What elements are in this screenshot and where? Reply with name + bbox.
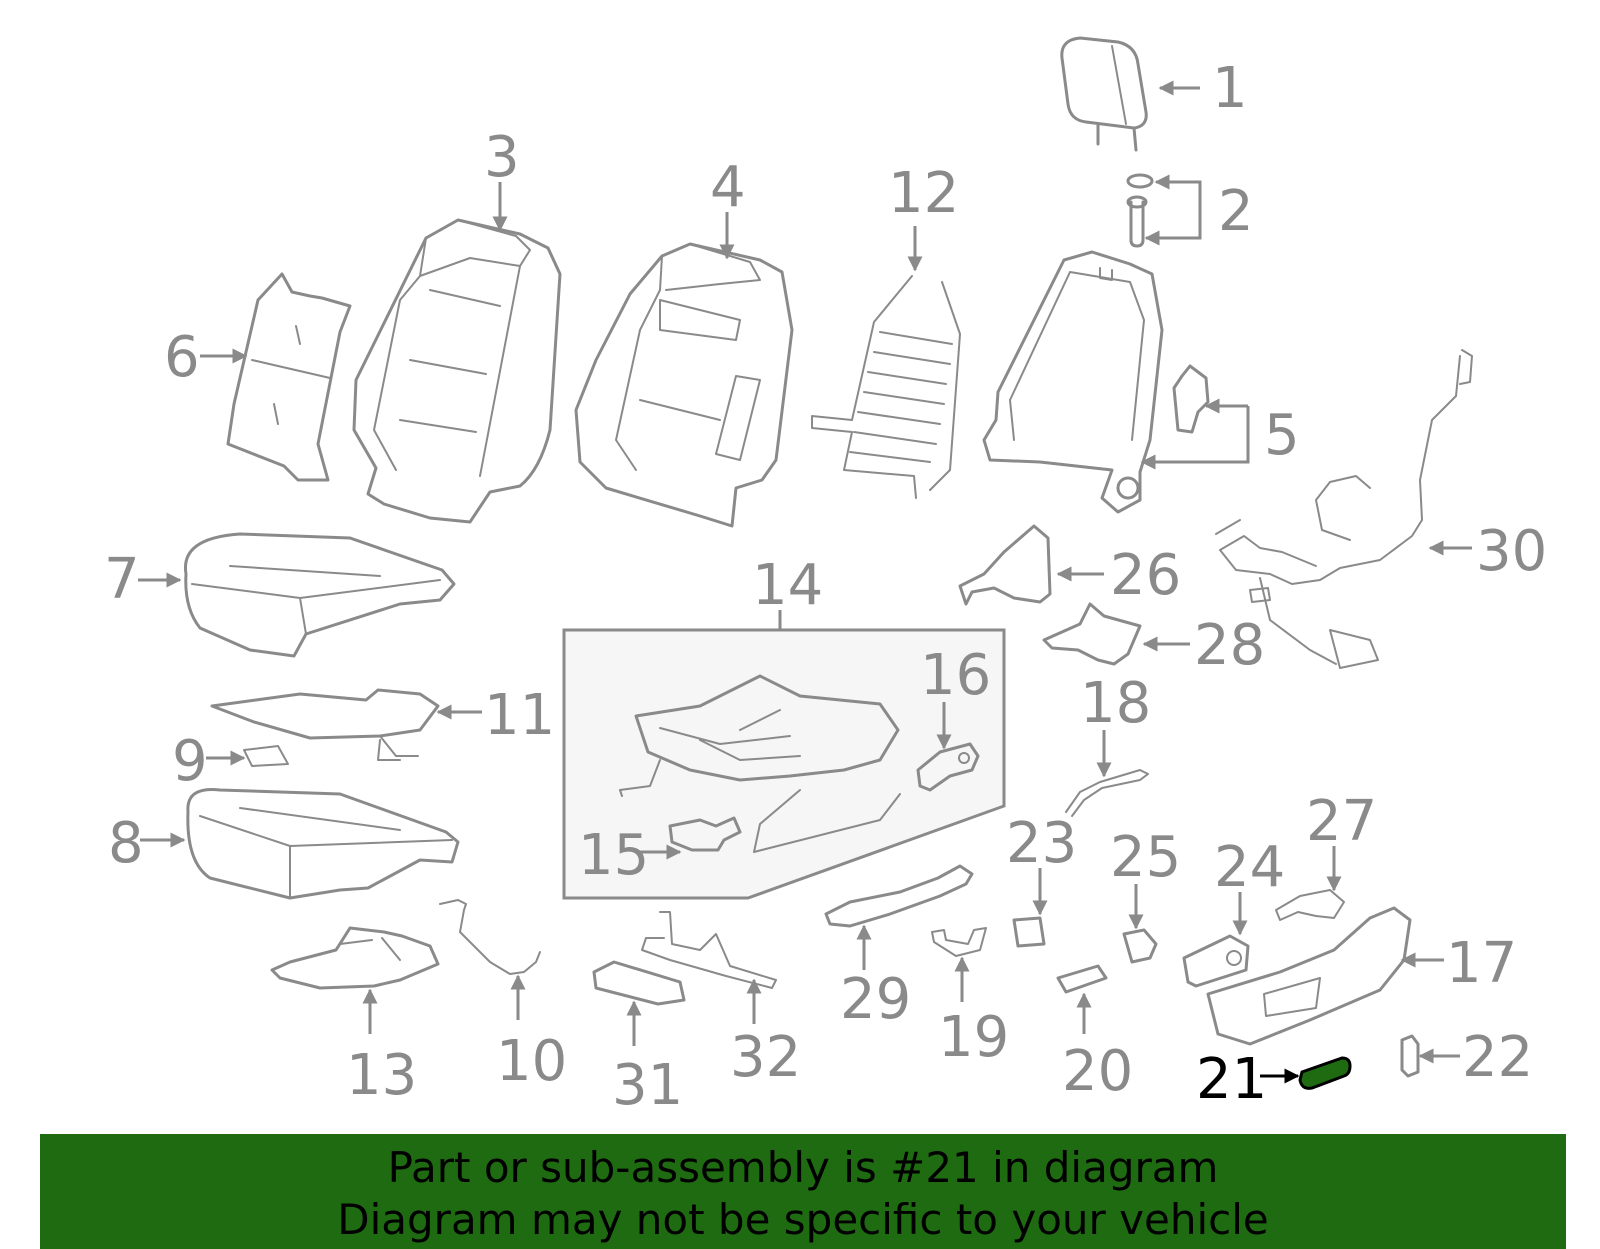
part-21-highlighted[interactable]	[1298, 1056, 1352, 1090]
callout-32: 32	[730, 1025, 801, 1090]
callout-labels: 1 2 3 4 5 6 7 8 9 10 11 12 13 14 15 16 1…	[104, 56, 1547, 1118]
callout-1: 1	[1212, 56, 1248, 121]
part-2-headrest-guides	[1126, 173, 1154, 248]
part-25-knob	[1122, 928, 1158, 964]
callout-19: 19	[938, 1005, 1009, 1070]
part-19-bracket	[931, 927, 987, 957]
part-22-cap	[1400, 1034, 1420, 1078]
part-27-bracket	[1275, 889, 1345, 921]
part-28-bracket	[1042, 602, 1142, 666]
part-31-cover	[592, 960, 686, 1006]
callout-18: 18	[1080, 671, 1151, 736]
part-12-spring-mat	[811, 275, 961, 499]
callout-29: 29	[840, 967, 911, 1032]
callout-27: 27	[1306, 789, 1377, 854]
leader-arrows	[138, 80, 1472, 1084]
callout-13: 13	[346, 1043, 417, 1108]
part-1-headrest	[1060, 36, 1148, 152]
part-30-wire-harness	[1215, 349, 1473, 669]
part-18-cable	[1065, 769, 1149, 817]
part-7-cushion-cover	[183, 532, 456, 658]
callout-6: 6	[164, 325, 200, 390]
callout-30: 30	[1476, 519, 1547, 584]
callout-17: 17	[1446, 931, 1517, 996]
callout-7: 7	[104, 547, 140, 612]
callout-12: 12	[888, 161, 959, 226]
part-4-seatback-pad	[574, 242, 794, 528]
part-23-clip	[1012, 916, 1046, 948]
part-3-seatback-cover	[352, 218, 562, 524]
part-6-back-panel	[226, 272, 352, 482]
callout-31: 31	[612, 1053, 683, 1118]
callout-22: 22	[1462, 1025, 1533, 1090]
callout-26: 26	[1110, 543, 1181, 608]
part-14-box	[562, 628, 1006, 900]
callout-21: 21	[1196, 1047, 1267, 1112]
callout-15: 15	[578, 823, 649, 888]
part-20-switch	[1056, 964, 1108, 994]
callout-14: 14	[752, 553, 823, 618]
info-banner: Part or sub-assembly is #21 in diagram D…	[40, 1134, 1566, 1249]
callout-8: 8	[108, 811, 144, 876]
callout-2: 2	[1218, 179, 1254, 244]
part-15-motor	[668, 816, 742, 852]
callout-9: 9	[172, 729, 208, 794]
part-32-rail	[641, 911, 777, 989]
part-24-switch-panel	[1182, 934, 1250, 988]
part-14-adjuster	[619, 674, 901, 853]
part-17-side-shield	[1206, 906, 1412, 1046]
part-13-bracket	[270, 926, 440, 990]
callout-11: 11	[484, 683, 555, 748]
callout-24: 24	[1214, 835, 1285, 900]
callout-23: 23	[1006, 811, 1077, 876]
callout-3: 3	[484, 125, 520, 190]
banner-line-1: Part or sub-assembly is #21 in diagram	[387, 1143, 1219, 1192]
callout-10: 10	[496, 1029, 567, 1094]
callout-25: 25	[1110, 825, 1181, 890]
callout-16: 16	[920, 643, 991, 708]
part-10-wire	[439, 899, 541, 975]
part-29-trim	[824, 864, 974, 928]
banner-line-2: Diagram may not be specific to your vehi…	[337, 1195, 1269, 1244]
part-5-seatback-frame	[982, 250, 1210, 514]
callout-28: 28	[1194, 613, 1265, 678]
callout-4: 4	[710, 155, 746, 220]
part-9-pad	[243, 745, 289, 767]
callout-20: 20	[1062, 1039, 1133, 1104]
callout-5: 5	[1264, 403, 1300, 468]
part-8-cushion-pad	[186, 787, 460, 900]
part-26-bracket	[958, 524, 1052, 606]
